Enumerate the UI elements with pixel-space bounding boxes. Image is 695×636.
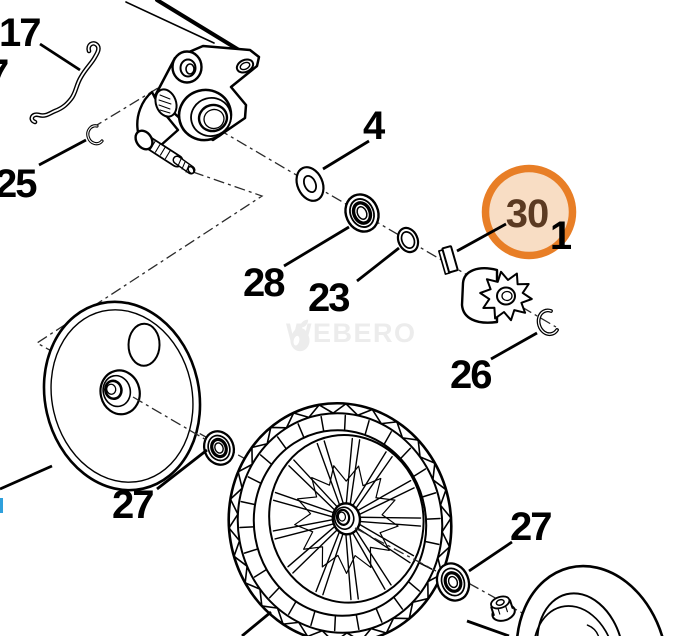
part-hex-nut: [490, 595, 516, 622]
part-swivel-bracket: [134, 44, 261, 175]
label-30: 30: [506, 192, 549, 236]
label-7-partial: 7: [0, 54, 9, 94]
leader-17: [39, 42, 81, 72]
watermark: WEBERO: [286, 318, 417, 352]
leader-26: [490, 331, 538, 361]
part-bearing-27-right: [435, 562, 471, 602]
part-cover-disc-right: [515, 564, 669, 636]
part-pinion-gear-30: [460, 267, 533, 324]
label-28: 28: [243, 261, 285, 305]
part-cover-disc-left: [42, 300, 202, 492]
webero-pear-icon: [290, 319, 310, 352]
leader-28: [283, 225, 350, 268]
leader-disc-left-edge: [0, 464, 53, 491]
highlight-circle[interactable]: [481, 164, 577, 260]
highlight-callout-30[interactable]: 1 30: [456, 164, 577, 260]
part-e-clip-26: [536, 308, 559, 337]
label-1-partial: 1: [550, 214, 572, 258]
label-27-right: 27: [510, 505, 552, 549]
part-torsion-spring-17: [29, 41, 101, 125]
leader-25: [38, 138, 87, 167]
leader-27-left: [156, 448, 208, 491]
leader-wheel-bottom: [241, 610, 272, 636]
label-25: 25: [0, 162, 37, 206]
leader-nut-bottom: [466, 619, 510, 636]
label-4: 4: [363, 104, 385, 148]
leader-23: [356, 246, 400, 283]
label-27-left: 27: [112, 483, 154, 527]
center-axis-overlays: [132, 396, 437, 572]
part-washer-4: [295, 166, 325, 202]
part-bearing-27-left: [202, 430, 236, 466]
partial-label-edge: [0, 498, 3, 513]
label-23: 23: [308, 276, 350, 320]
part-key-30: [438, 245, 459, 275]
leader-4: [322, 139, 370, 171]
part-drive-wheel: [227, 401, 453, 636]
label-17: 17: [0, 11, 41, 55]
leader-30: [456, 222, 507, 253]
part-ring-23: [396, 226, 420, 254]
label-26: 26: [450, 353, 492, 397]
part-bearing-28: [344, 193, 380, 233]
leader-27-right: [468, 540, 513, 573]
part-e-clip-25: [86, 124, 104, 146]
